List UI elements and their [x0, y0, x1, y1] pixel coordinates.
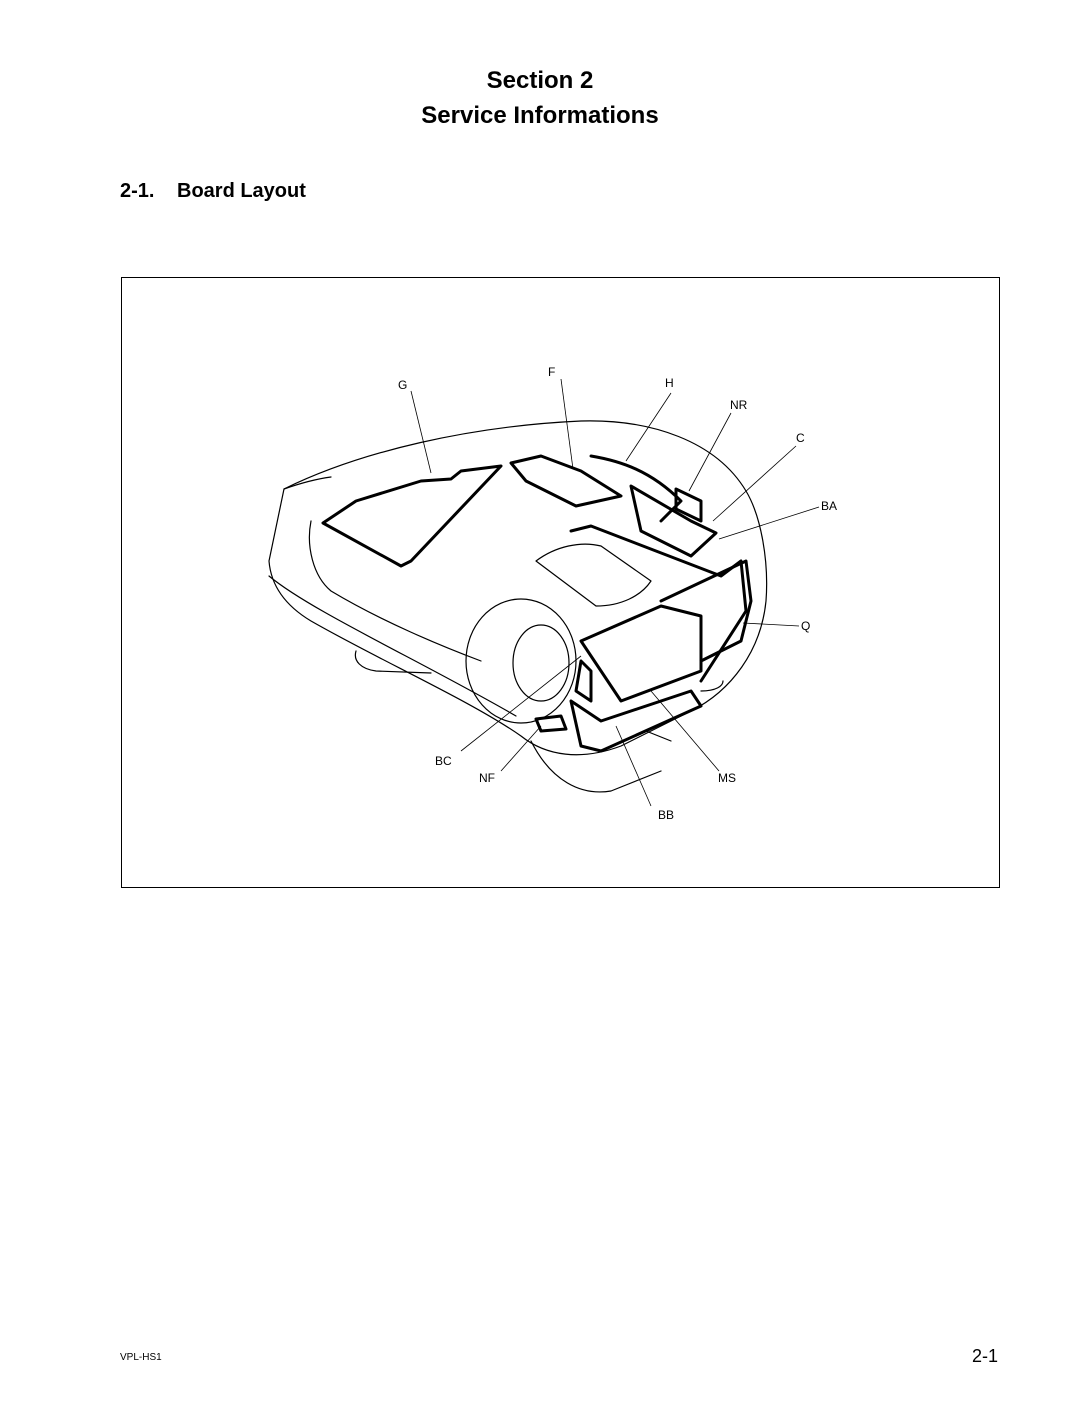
- leader-nf: [500, 725, 542, 772]
- callout-ms: MS: [718, 771, 736, 785]
- callout-h: H: [665, 376, 674, 390]
- board-h: [589, 454, 683, 523]
- leader-ba: [718, 506, 820, 540]
- footer-page-number: 2-1: [971, 1346, 998, 1366]
- section-title: Service Informations: [421, 102, 659, 129]
- subsection-title: Board Layout: [177, 180, 306, 202]
- callout-bb: BB: [658, 808, 675, 822]
- callout-g: G: [398, 378, 408, 392]
- board-layout-figure: G F H NR C BA Q BC NF MS BB: [121, 277, 1000, 888]
- board-bc: [574, 659, 593, 703]
- section-label: Section 2: [486, 67, 594, 94]
- board-q: [659, 559, 753, 663]
- callout-ba: BA: [821, 499, 838, 513]
- board-c: [629, 484, 718, 558]
- leader-q: [742, 622, 800, 627]
- leader-nr: [688, 412, 732, 492]
- subsection-heading: 2-1. Board Layout: [120, 178, 306, 204]
- top-vent: [535, 543, 652, 607]
- leader-g: [410, 390, 432, 474]
- board-ms: [579, 604, 703, 703]
- board-g: [321, 464, 503, 568]
- base-left-foot: [354, 650, 432, 674]
- subsection-number: 2-1.: [120, 180, 155, 202]
- base-bottom: [530, 740, 662, 793]
- leader-bb: [615, 725, 652, 807]
- callout-f: F: [548, 365, 556, 379]
- leader-h: [625, 392, 672, 462]
- projector-top-edge: [283, 476, 332, 490]
- projector-body-outline: [268, 420, 768, 756]
- callout-nr: NR: [730, 398, 748, 412]
- callout-bc: BC: [435, 754, 452, 768]
- leader-bc: [460, 655, 582, 752]
- board-ba: [569, 524, 748, 683]
- projector-board-diagram: [268, 378, 820, 807]
- leader-f: [560, 378, 574, 470]
- board-bb: [569, 689, 703, 753]
- board-nr: [674, 487, 703, 523]
- callout-q: Q: [801, 619, 811, 633]
- leader-ms: [650, 690, 720, 772]
- footer-model-number: VPL-HS1: [120, 1352, 162, 1363]
- board-nf: [534, 714, 568, 733]
- base-foot-center: [645, 730, 672, 742]
- lens-outer: [465, 598, 577, 724]
- callout-c: C: [796, 431, 805, 445]
- base-right-foot: [700, 680, 724, 692]
- leader-c: [712, 445, 797, 522]
- lens-inner: [512, 624, 570, 702]
- board-f: [509, 454, 623, 508]
- projector-inner-curve: [308, 520, 482, 662]
- callout-nf: NF: [479, 771, 495, 785]
- projector-front-lip: [268, 575, 517, 717]
